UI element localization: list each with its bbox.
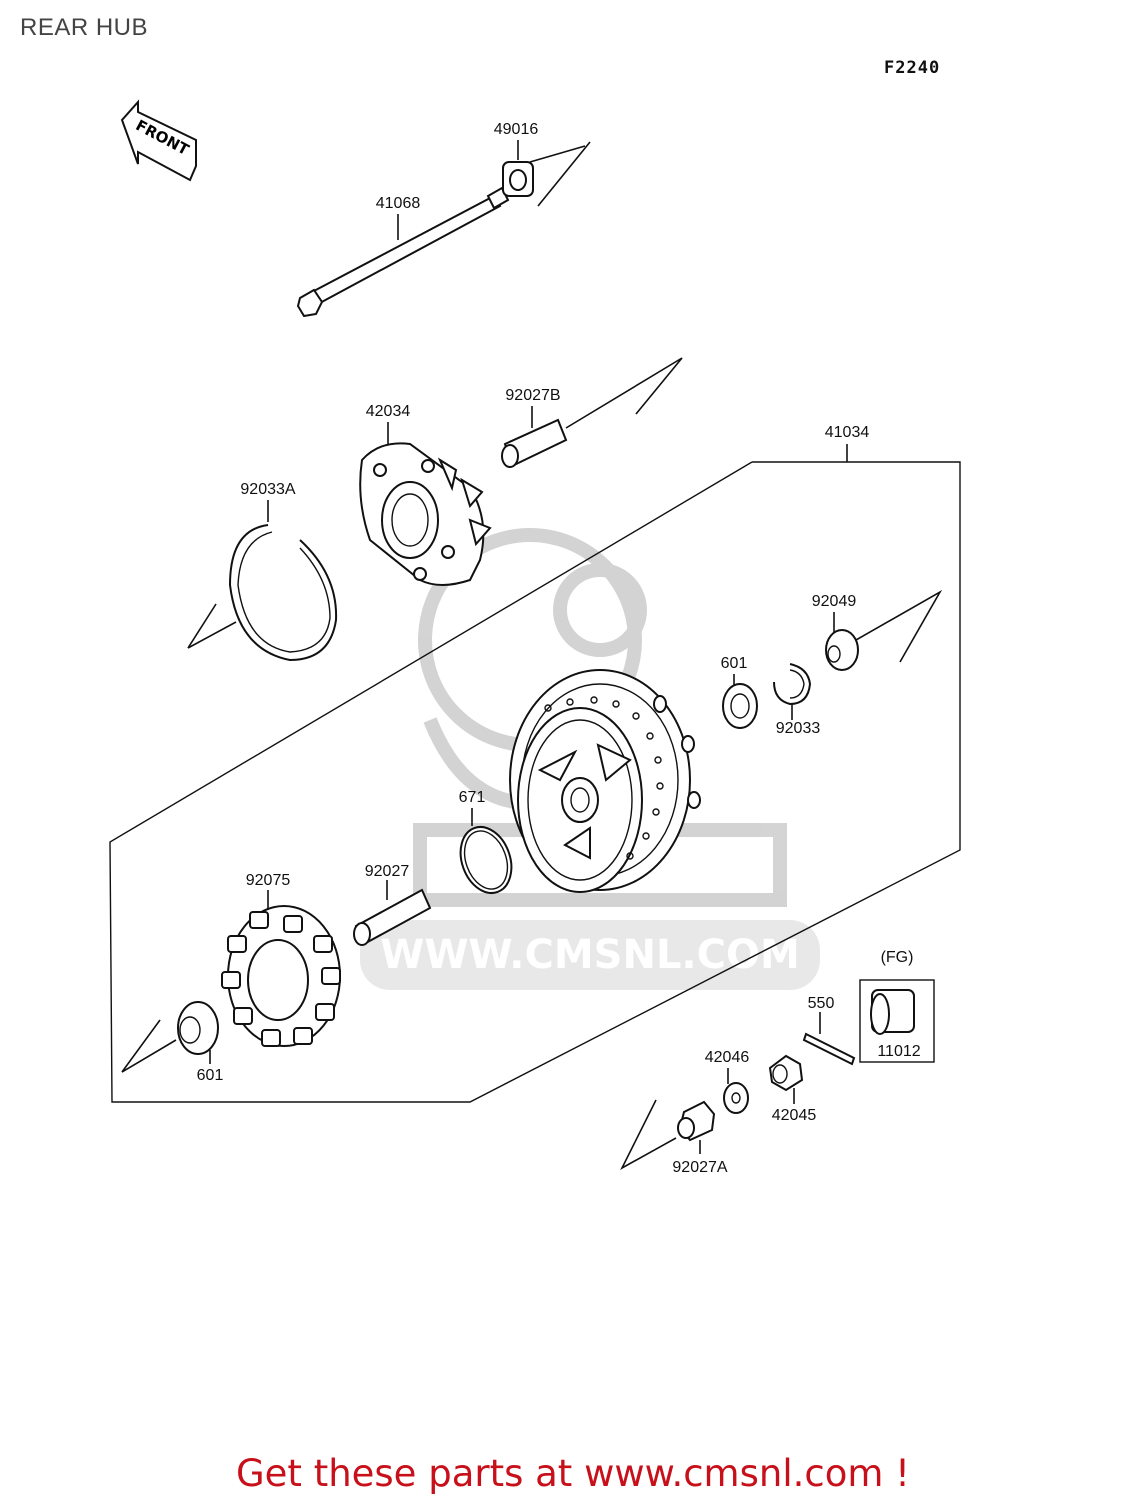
part-42045-nut[interactable]: [768, 1054, 804, 1104]
watermark-logo: WWW.CMSNL.COM: [360, 528, 820, 990]
label-92075: 92075: [246, 872, 291, 889]
part-92049-collar[interactable]: [825, 589, 943, 671]
page-title: REAR HUB: [20, 14, 149, 41]
label-42046: 42046: [705, 1049, 750, 1066]
part-42034-coupling[interactable]: [359, 422, 492, 586]
label-92027A: 92027A: [672, 1159, 727, 1176]
part-92027-collar[interactable]: [353, 880, 432, 946]
part-labels: 49016 41068 42034 92027B 41034 92033A 92…: [197, 121, 921, 1176]
part-41034-hub-group-outline: [109, 444, 961, 1103]
part-671-o-ring[interactable]: [452, 808, 520, 900]
part-92075-damper[interactable]: [221, 890, 341, 1047]
diagram-code: F2240: [884, 58, 941, 78]
footer-cta-link[interactable]: Get these parts at www.cmsnl.com !: [235, 1452, 910, 1495]
label-92027B: 92027B: [505, 387, 560, 404]
watermark-text: WWW.CMSNL.COM: [380, 932, 800, 978]
label-42034: 42034: [366, 403, 411, 420]
part-42046-washer[interactable]: [723, 1068, 749, 1114]
label-671: 671: [459, 789, 486, 806]
part-92033A-snap-ring[interactable]: [187, 500, 338, 662]
label-601-upper: 601: [721, 655, 748, 672]
part-11012-fg-box[interactable]: [859, 979, 935, 1063]
label-92033A: 92033A: [240, 481, 295, 498]
label-41068: 41068: [376, 195, 421, 212]
label-550: 550: [808, 995, 835, 1012]
label-41034: 41034: [825, 424, 870, 441]
part-41068-axle[interactable]: [296, 186, 510, 318]
part-92027B-collar[interactable]: [501, 357, 683, 468]
label-92049: 92049: [812, 593, 857, 610]
label-11012: 11012: [877, 1043, 920, 1060]
part-601-bearing-upper[interactable]: [722, 674, 758, 729]
label-601-lower: 601: [197, 1067, 224, 1084]
part-41034-hub[interactable]: [509, 669, 701, 893]
label-fg: (FG): [881, 949, 914, 966]
part-92033-circlip[interactable]: [773, 663, 812, 720]
part-601-bearing-lower[interactable]: [121, 1001, 219, 1073]
part-550-cotter-pin[interactable]: [802, 1012, 856, 1066]
part-92027A-collar[interactable]: [620, 1099, 716, 1170]
label-49016: 49016: [494, 121, 539, 138]
front-arrow-icon: FRONT: [120, 99, 197, 182]
label-92027: 92027: [365, 863, 410, 880]
label-92033: 92033: [776, 720, 821, 737]
label-42045: 42045: [772, 1107, 817, 1124]
part-49016-collar[interactable]: [502, 140, 591, 207]
